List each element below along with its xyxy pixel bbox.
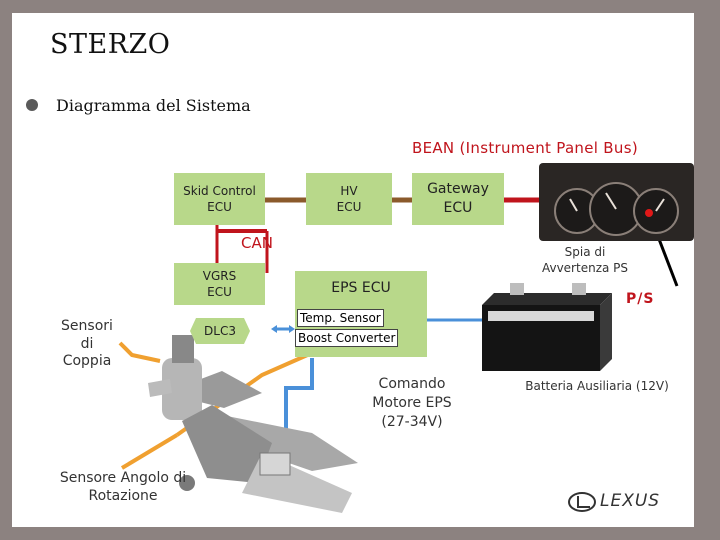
torque-sensors-label: Sensori di Coppia: [61, 318, 113, 369]
instrument-cluster-image: [539, 163, 694, 241]
dlc3-connector: DLC3: [190, 318, 250, 344]
eps-motor-label: Comando Motore EPS (27-34V): [372, 376, 452, 430]
diagram-wiring: [118, 163, 694, 513]
skid-control-ecu-box: Skid Control ECU: [174, 173, 265, 225]
lexus-logo-icon: [568, 492, 596, 512]
bean-bus-label: BEAN (Instrument Panel Bus): [412, 139, 638, 157]
slide: STERZO Diagramma del Sistema: [12, 13, 694, 527]
ps-indicator-label: P/S: [626, 291, 655, 307]
slide-title: STERZO: [50, 29, 171, 60]
hv-ecu-box: HV ECU: [306, 173, 392, 225]
battery-image: [482, 283, 612, 371]
torque-sensor-wire: [118, 341, 161, 363]
vgrs-ecu-box: VGRS ECU: [174, 263, 265, 305]
rotation-sensor-label: Sensore Angolo di Rotazione: [59, 470, 187, 504]
temp-sensor-label: Temp. Sensor: [297, 309, 384, 328]
boost-converter-label: Boost Converter: [295, 329, 399, 348]
slide-subtitle: Diagramma del Sistema: [56, 96, 251, 115]
warning-lamp-icon: [645, 209, 653, 217]
bullet-icon: [26, 99, 38, 111]
auxiliary-battery-label: Batteria Ausiliaria (12V): [525, 379, 669, 393]
rotation-sensor-wire-tail: [120, 433, 179, 470]
lexus-logo-text: LEXUS: [600, 491, 661, 511]
warning-light-label: Spia di Avvertenza PS: [541, 245, 629, 275]
can-bus-label: CAN: [241, 234, 273, 252]
dlc3-eps-arrowtail: [271, 325, 277, 333]
gateway-ecu-box: Gateway ECU: [412, 173, 504, 225]
eps-motor-wire: [284, 358, 314, 453]
steering-rack-image: [148, 335, 358, 513]
dlc3-eps-arrowhead: [289, 325, 295, 333]
